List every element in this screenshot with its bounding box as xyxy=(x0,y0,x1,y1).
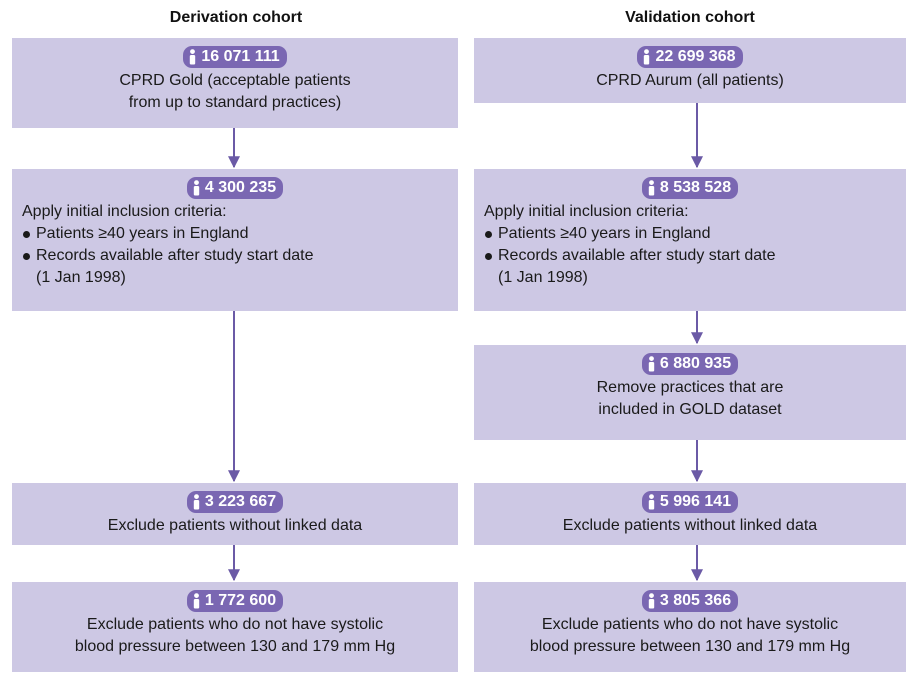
person-icon xyxy=(648,593,655,609)
validation-step-remove-gold: 6 880 935 Remove practices that are incl… xyxy=(474,345,906,440)
step-text-line: Exclude patients who do not have systoli… xyxy=(86,616,384,633)
patient-count-badge: 8 538 528 xyxy=(641,177,739,199)
person-icon xyxy=(193,180,200,196)
criteria-bullet: Records available after study start date xyxy=(22,245,448,267)
person-icon xyxy=(648,356,655,372)
patient-count: 3 223 667 xyxy=(204,493,277,510)
validation-step-systolic: 3 805 366 Exclude patients who do not ha… xyxy=(474,582,906,672)
step-text-line: CPRD Gold (acceptable patients xyxy=(119,72,351,89)
person-icon xyxy=(193,593,200,609)
criteria-bullet: Records available after study start date xyxy=(484,245,896,267)
patient-count-badge: 5 996 141 xyxy=(641,491,739,513)
step-text-line: CPRD Aurum (all patients) xyxy=(596,72,784,89)
patient-count-badge: 3 805 366 xyxy=(641,590,739,612)
patient-count-badge: 22 699 368 xyxy=(637,46,743,68)
criteria-bullet: Patients ≥40 years in England xyxy=(22,223,448,245)
step-text-line: included in GOLD dataset xyxy=(598,401,782,418)
validation-step-source: 22 699 368 CPRD Aurum (all patients) xyxy=(474,38,906,103)
patient-count: 22 699 368 xyxy=(655,48,736,65)
patient-count: 5 996 141 xyxy=(659,493,732,510)
step-text-line: Exclude patients without linked data xyxy=(562,517,818,534)
patient-count: 3 805 366 xyxy=(659,592,732,609)
validation-cohort-heading: Validation cohort xyxy=(625,9,755,26)
person-icon xyxy=(644,49,650,65)
criteria-note: (1 Jan 1998) xyxy=(498,269,588,286)
person-icon xyxy=(648,494,655,510)
validation-step-inclusion: 8 538 528 Apply initial inclusion criter… xyxy=(474,169,906,311)
step-text-line: Remove practices that are xyxy=(596,379,784,396)
patient-count: 8 538 528 xyxy=(659,179,732,196)
derivation-step-linked: 3 223 667 Exclude patients without linke… xyxy=(12,483,458,545)
validation-step-linked: 5 996 141 Exclude patients without linke… xyxy=(474,483,906,545)
step-text-line: Exclude patients without linked data xyxy=(107,517,363,534)
step-text-line: blood pressure between 130 and 179 mm Hg xyxy=(74,638,396,655)
patient-count-badge: 6 880 935 xyxy=(641,353,739,375)
derivation-step-inclusion: 4 300 235 Apply initial inclusion criter… xyxy=(12,169,458,311)
patient-count-badge: 4 300 235 xyxy=(186,177,284,199)
derivation-cohort-heading: Derivation cohort xyxy=(169,9,303,26)
criteria-intro: Apply initial inclusion criteria: xyxy=(484,203,689,220)
step-text-line: blood pressure between 130 and 179 mm Hg xyxy=(529,638,851,655)
person-icon xyxy=(190,49,196,65)
patient-count-badge: 1 772 600 xyxy=(186,590,284,612)
person-icon xyxy=(648,180,655,196)
patient-count: 16 071 111 xyxy=(201,48,280,65)
step-text-line: Exclude patients who do not have systoli… xyxy=(541,616,839,633)
patient-count: 1 772 600 xyxy=(204,592,277,609)
criteria-note: (1 Jan 1998) xyxy=(36,269,126,286)
step-text-line: from up to standard practices) xyxy=(128,94,342,111)
derivation-step-systolic: 1 772 600 Exclude patients who do not ha… xyxy=(12,582,458,672)
patient-count-badge: 3 223 667 xyxy=(186,491,284,513)
criteria-bullet: Patients ≥40 years in England xyxy=(484,223,896,245)
patient-count: 6 880 935 xyxy=(659,355,732,372)
derivation-step-source: 16 071 111 CPRD Gold (acceptable patient… xyxy=(12,38,458,128)
criteria-intro: Apply initial inclusion criteria: xyxy=(22,203,227,220)
patient-count-badge: 16 071 111 xyxy=(183,46,287,68)
patient-count: 4 300 235 xyxy=(204,179,277,196)
person-icon xyxy=(193,494,200,510)
